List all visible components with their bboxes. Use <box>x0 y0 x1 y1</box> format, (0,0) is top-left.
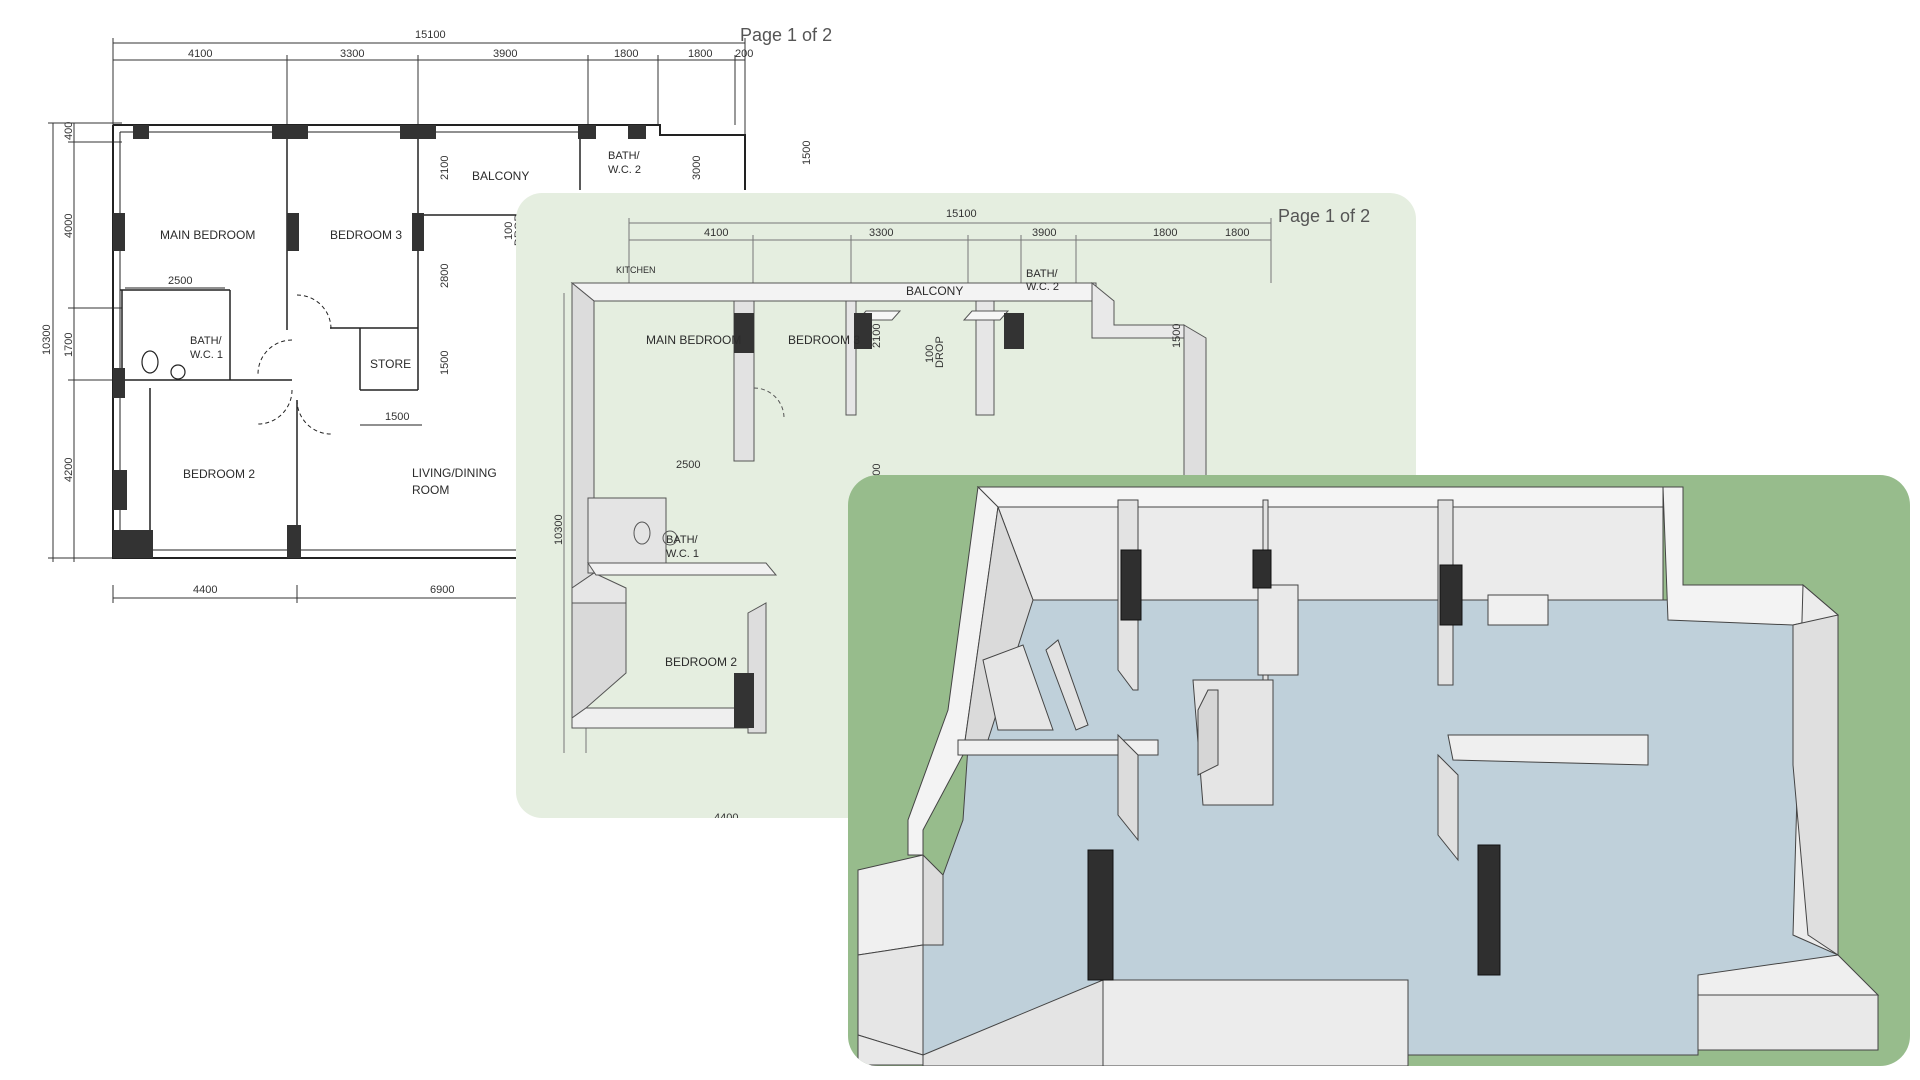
dim-top-4: 1800 <box>614 48 638 60</box>
page-label-mid: Page 1 of 2 <box>1278 206 1370 226</box>
floor-plan-3d-drawing <box>857 485 1880 1066</box>
dim-balcony-depth: 2100 <box>439 156 451 180</box>
dim-bath2-height: 3000 <box>691 156 703 180</box>
mid-label-bedroom-2: BEDROOM 2 <box>665 655 737 669</box>
mid-dim-bottom-1: 4400 <box>714 812 738 818</box>
mid-label-kitchen: KITCHEN <box>616 265 656 275</box>
dim-left-2: 4000 <box>63 214 75 238</box>
label-bath-wc-2-b: W.C. 2 <box>608 164 641 176</box>
label-living-b: ROOM <box>412 483 449 497</box>
mid-label-balcony: BALCONY <box>906 284 963 298</box>
dim-top-1: 4100 <box>188 48 212 60</box>
label-balcony: BALCONY <box>472 169 529 183</box>
mid-dim-balcony-depth: 2100 <box>871 324 883 348</box>
mid-dim-left-total: 10300 <box>553 514 565 545</box>
mid-label-bath-wc-1-a: BATH/ <box>666 534 699 546</box>
mid-label-bath-wc-1-b: W.C. 1 <box>666 548 699 560</box>
dim-left-4: 4200 <box>63 458 75 482</box>
dim-bedroom-width: 2500 <box>168 275 192 287</box>
mid-label-bedroom-3: BEDROOM 3 <box>788 333 860 347</box>
dim-store-height: 1500 <box>439 351 451 375</box>
label-bedroom-3: BEDROOM 3 <box>330 228 402 242</box>
dim-left-3: 1700 <box>63 333 75 357</box>
dim-top-3: 3900 <box>493 48 517 60</box>
mid-label-bath-wc-2-b: W.C. 2 <box>1026 281 1059 293</box>
dim-left-total: 10300 <box>41 324 53 355</box>
mid-dim-right-height: 1500 <box>1171 324 1183 348</box>
mid-dim-top-1: 4100 <box>704 227 728 239</box>
mid-dim-top-3: 3900 <box>1032 227 1056 239</box>
mid-dim-top-2: 3300 <box>869 227 893 239</box>
floor-plan-extruded-drawing: 15100 4100 3300 3900 1800 1800 Page 1 of… <box>553 206 1370 818</box>
floor-plan-3d-model <box>848 475 1910 1066</box>
mid-dim-overall: 15100 <box>946 208 977 220</box>
label-bath-wc-2-a: BATH/ <box>608 150 641 162</box>
dim-bottom-2: 6900 <box>430 584 454 596</box>
label-store: STORE <box>370 357 411 371</box>
dim-top-6: 200 <box>735 48 753 60</box>
label-drop-a: 100 <box>503 222 515 240</box>
dim-right-height: 1500 <box>801 141 813 165</box>
mid-label-drop-b: DROP <box>934 336 946 368</box>
dim-bottom-1: 4400 <box>193 584 217 596</box>
label-bath-wc-1-a: BATH/ <box>190 335 223 347</box>
dim-left-1: 400 <box>63 122 75 140</box>
mid-label-bath-wc-2-a: BATH/ <box>1026 268 1059 280</box>
mid-dim-top-4: 1800 <box>1153 227 1177 239</box>
page-label-back: Page 1 of 2 <box>740 25 832 45</box>
label-bath-wc-1-b: W.C. 1 <box>190 349 223 361</box>
label-living-a: LIVING/DINING <box>412 466 497 480</box>
mid-label-drop-a: 100 <box>924 345 936 363</box>
dim-top-2: 3300 <box>340 48 364 60</box>
label-main-bedroom: MAIN BEDROOM <box>160 228 255 242</box>
mid-dim-bedroom-width: 2500 <box>676 459 700 471</box>
dim-top-5: 1800 <box>688 48 712 60</box>
dim-store-width: 1500 <box>385 411 409 423</box>
mid-label-main-bedroom: MAIN BEDROOM <box>646 333 741 347</box>
dim-overall: 15100 <box>415 29 446 41</box>
dim-bedroom3-depth: 2800 <box>439 264 451 288</box>
label-bedroom-2: BEDROOM 2 <box>183 467 255 481</box>
mid-dim-top-5: 1800 <box>1225 227 1249 239</box>
